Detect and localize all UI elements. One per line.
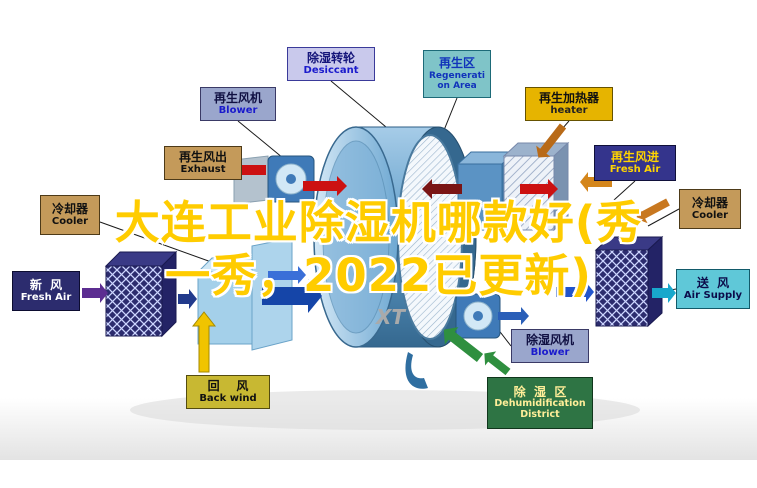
label-air-supply-zh: 送 风 <box>696 275 730 290</box>
label-regen-fresh-in-en: Fresh Air <box>609 164 661 176</box>
arrow-orange-from-heater <box>536 123 567 158</box>
label-air-supply-en: Air Supply <box>683 290 743 302</box>
watermark-text: XT <box>374 305 406 329</box>
label-heater: 再生加热器 heater <box>525 87 613 121</box>
label-regen-blower: 再生风机 Blower <box>200 87 276 121</box>
arrow-red-into-rotor <box>303 176 347 196</box>
dehumid-blower-fan <box>455 293 501 339</box>
label-cooler-left-en: Cooler <box>51 216 89 228</box>
arrow-purple-fresh-air <box>82 283 108 303</box>
label-dehumid-district-zh: 除 湿 区 <box>513 384 567 399</box>
label-desiccant-zh: 除湿转轮 <box>306 50 355 65</box>
label-back-wind-en: Back wind <box>199 393 257 405</box>
overlay-title-line1: 大连工业除湿机哪款好(秀 <box>114 196 643 249</box>
arrow-blue-fan-out <box>498 307 529 325</box>
label-cooler-right-zh: 冷却器 <box>691 195 728 210</box>
label-regen-fresh-in-zh: 再生风进 <box>610 149 659 164</box>
arrow-navy-filter-out <box>178 289 197 309</box>
arrow-darkred-regen <box>422 179 462 199</box>
arrow-cyan-air-supply <box>652 283 676 303</box>
arrow-blue-process-big <box>262 279 322 313</box>
label-exhaust-en: Exhaust <box>180 164 226 176</box>
label-heater-zh: 再生加热器 <box>538 90 599 105</box>
label-exhaust-zh: 再生风出 <box>178 149 227 164</box>
airflow-arrows <box>82 123 676 376</box>
arrow-orange-cooler <box>636 198 670 224</box>
label-desiccant: 除湿转轮 Desiccant <box>287 47 375 81</box>
arrow-yellow-return <box>191 311 217 373</box>
label-heater-en: heater <box>550 105 588 117</box>
label-fresh-air: 新 风 Fresh Air <box>12 271 80 311</box>
label-air-supply: 送 风 Air Supply <box>676 269 750 309</box>
label-back-wind: 回 风 Back wind <box>186 375 270 409</box>
label-dehumid-blower-zh: 除湿风机 <box>525 332 574 347</box>
label-desiccant-en: Desiccant <box>303 65 359 77</box>
arrow-blue-process-med <box>268 266 306 284</box>
floor <box>0 390 757 460</box>
label-dehumid-blower: 除湿风机 Blower <box>511 329 589 363</box>
label-dehumid-district-en: Dehumidification District <box>494 398 586 420</box>
arrow-blue-to-supply-box <box>556 282 594 302</box>
label-cooler-right: 冷却器 Cooler <box>679 189 741 229</box>
rotor-support-bracket <box>405 352 428 389</box>
label-regen-blower-en: Blower <box>218 105 258 117</box>
arrow-green-district-2 <box>484 351 511 376</box>
label-dehumid-blower-en: Blower <box>530 347 570 359</box>
label-back-wind-zh: 回 风 <box>207 378 249 393</box>
label-exhaust: 再生风出 Exhaust <box>164 146 242 180</box>
supply-outlet-box <box>594 235 664 328</box>
label-cooler-right-en: Cooler <box>691 210 729 222</box>
label-regeneration-area: 再生区 Regeneration Area <box>423 50 491 98</box>
fresh-air-filter-box <box>104 250 178 338</box>
label-dehumid-district: 除 湿 区 Dehumidification District <box>487 377 593 429</box>
overlay-title-line2: 一秀，2022已更新) <box>165 249 592 303</box>
label-regeneration-area-zh: 再生区 <box>438 56 475 71</box>
arrow-green-district-1 <box>443 327 484 362</box>
overlay-title: 大连工业除湿机哪款好(秀 一秀，2022已更新) <box>0 196 757 302</box>
label-fresh-air-zh: 新 风 <box>29 277 63 292</box>
label-regen-fresh-in: 再生风进 Fresh Air <box>594 145 676 181</box>
label-regeneration-area-en: Regeneration Area <box>429 70 485 91</box>
arrow-red-heater <box>520 179 558 199</box>
label-cooler-left-zh: 冷却器 <box>51 201 88 216</box>
label-regen-blower-zh: 再生风机 <box>213 90 262 105</box>
label-cooler-left: 冷却器 Cooler <box>40 195 100 235</box>
label-fresh-air-en: Fresh Air <box>20 292 72 304</box>
